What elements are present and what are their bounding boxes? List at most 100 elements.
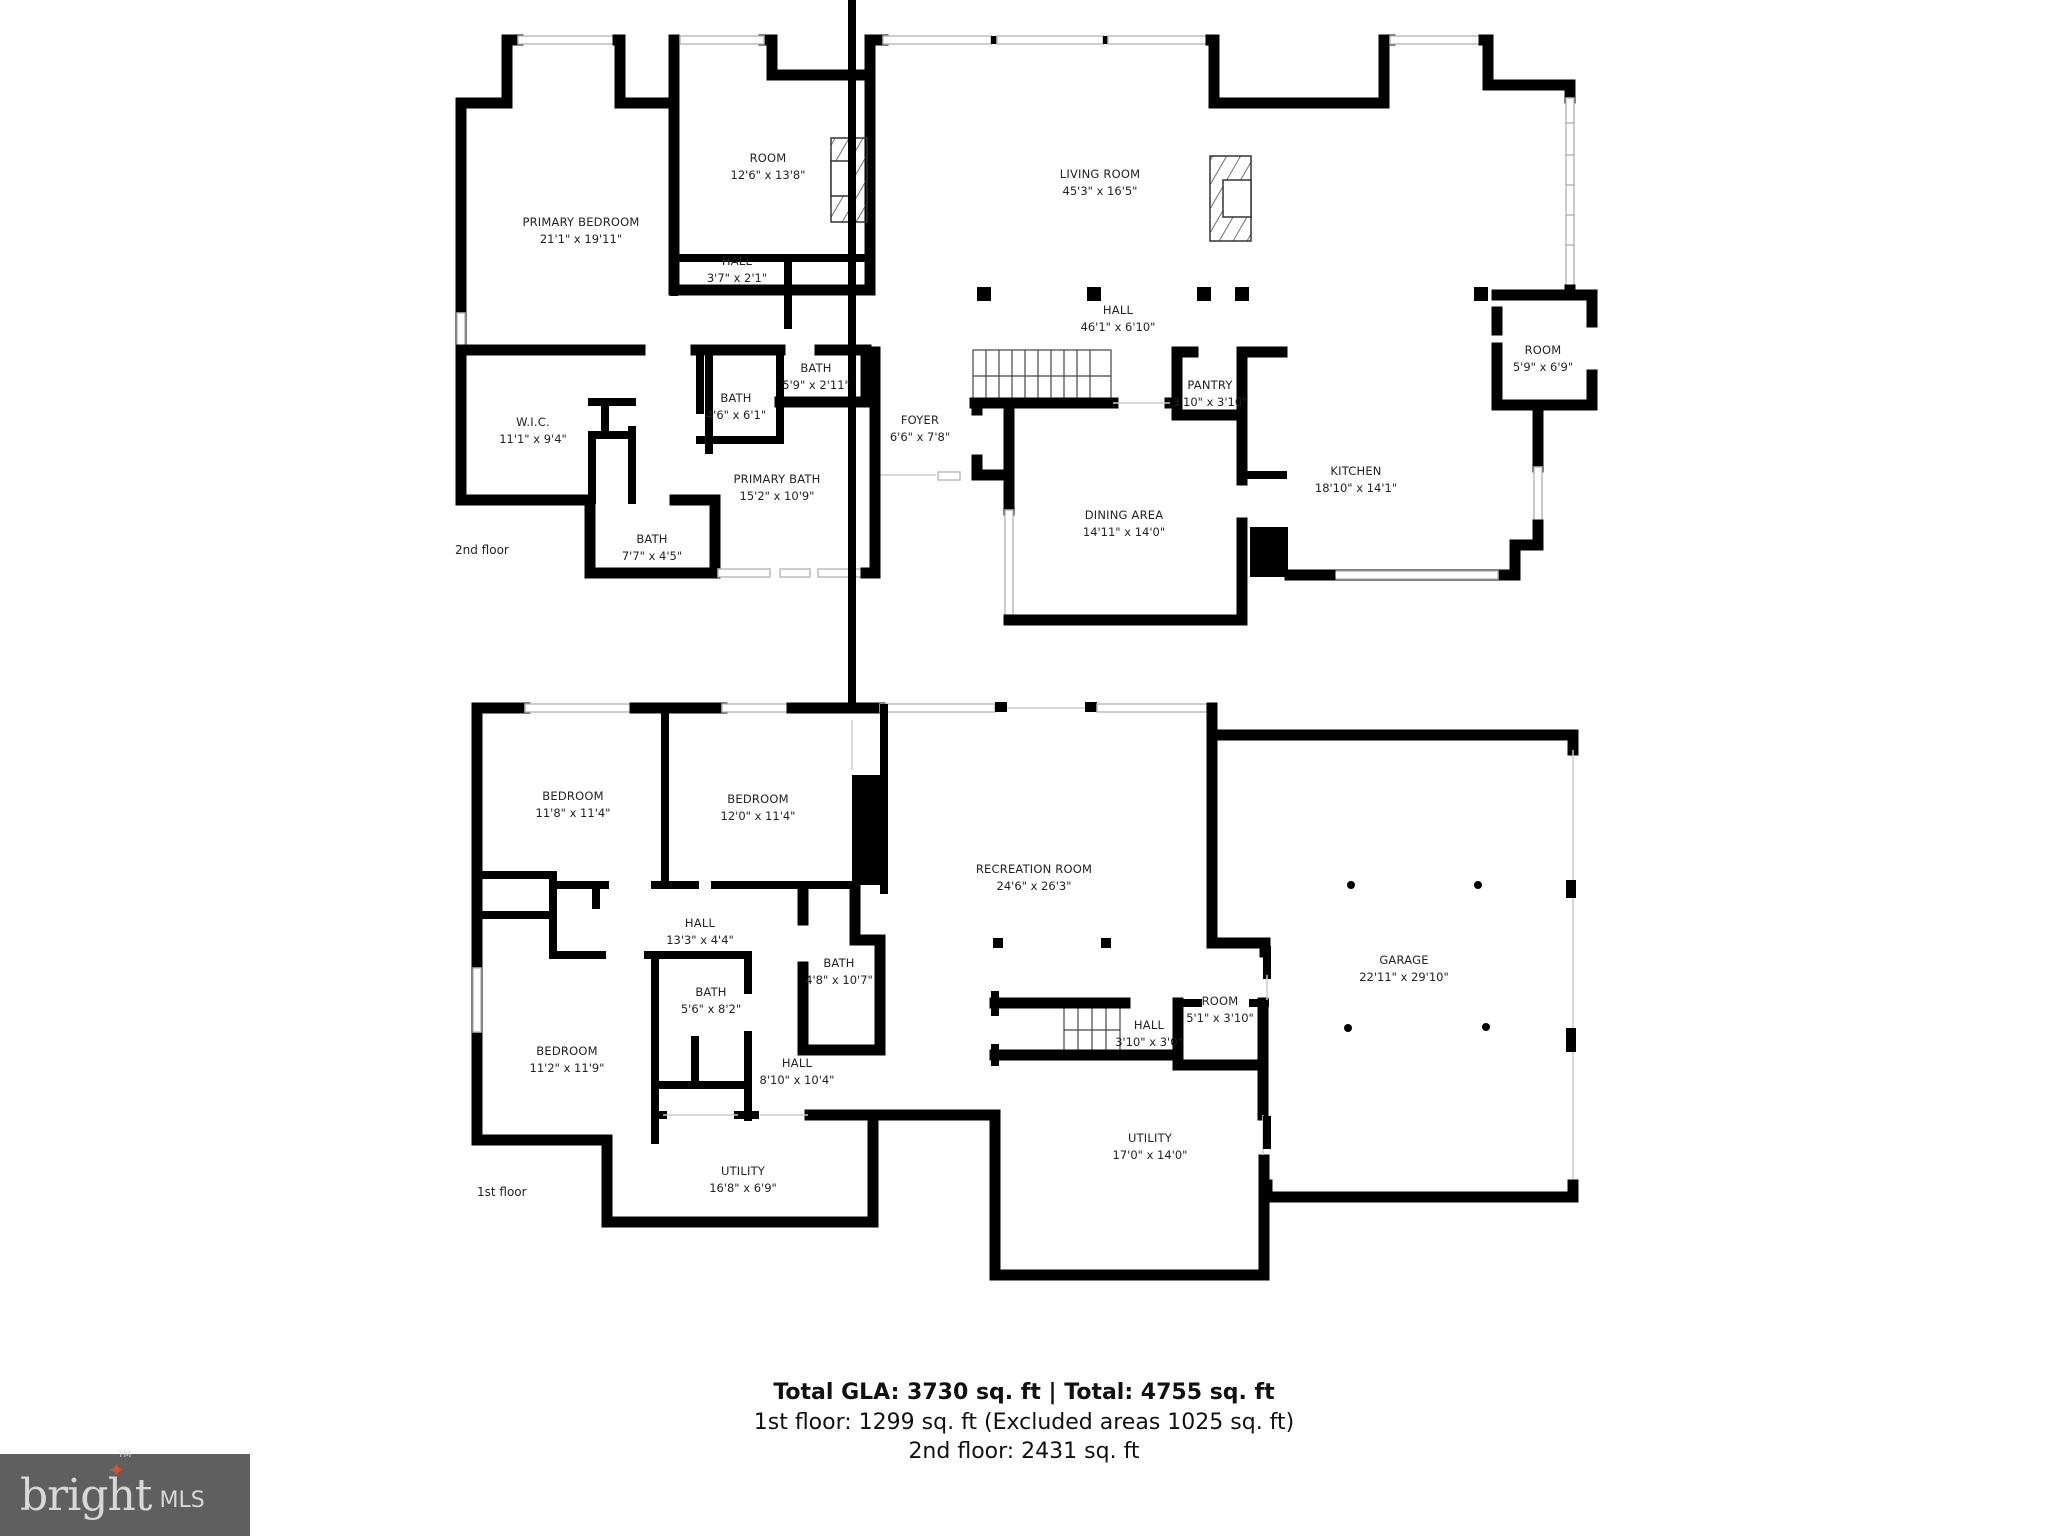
room-dims: 5'9" x 2'11" bbox=[782, 378, 850, 392]
room-dims: 3'10" x 3'10" bbox=[1172, 395, 1248, 409]
window bbox=[779, 568, 811, 578]
room-dims: 21'1" x 19'11" bbox=[539, 232, 623, 246]
room-name: BATH bbox=[695, 985, 727, 999]
first-floor-plan bbox=[471, 0, 1579, 1281]
room-name: PRIMARY BEDROOM bbox=[522, 215, 640, 229]
room-label-bath-1f-1: BATH 4'8" x 10'7" bbox=[805, 955, 873, 989]
room-label-hall-small: HALL 3'7" x 2'1" bbox=[707, 253, 767, 287]
room-label-bedroom-1: BEDROOM 11'8" x 11'4" bbox=[536, 788, 611, 822]
area-totals: Total GLA: 3730 sq. ft | Total: 4755 sq.… bbox=[0, 1378, 2048, 1466]
window bbox=[1389, 35, 1485, 45]
room-label-bedroom-3: BEDROOM 11'2" x 11'9" bbox=[530, 1043, 605, 1077]
room-dims: 14'11" x 14'0" bbox=[1082, 525, 1166, 539]
wall bbox=[1172, 997, 1269, 1071]
room-dims: 13'3" x 4'4" bbox=[666, 933, 734, 947]
wall bbox=[860, 469, 881, 579]
room-label-garage: GARAGE 22'11" x 29'10" bbox=[1359, 952, 1449, 986]
first-floor-area: 1st floor: 1299 sq. ft (Excluded areas 1… bbox=[753, 1410, 1295, 1435]
second-floor-plan bbox=[455, 34, 1598, 626]
room-label-primary-bath: PRIMARY BATH 15'2" x 10'9" bbox=[734, 471, 821, 505]
room-name: KITCHEN bbox=[1330, 464, 1382, 478]
window bbox=[996, 35, 1104, 45]
window bbox=[1004, 509, 1014, 616]
wall bbox=[1491, 289, 1598, 328]
fireplace-box bbox=[1222, 179, 1252, 218]
wall bbox=[774, 344, 872, 408]
star-icon: ✦ bbox=[108, 1458, 125, 1482]
room-name: BEDROOM bbox=[727, 792, 789, 806]
floor-label-1st: 1st floor bbox=[477, 1185, 527, 1199]
logo-wordmark: bright bbox=[20, 1469, 152, 1521]
window bbox=[1096, 703, 1208, 713]
window bbox=[817, 568, 867, 578]
room-name: W.I.C. bbox=[516, 415, 550, 429]
window bbox=[679, 35, 765, 45]
room-dims: 12'6" x 13'8" bbox=[730, 168, 806, 182]
bright-mls-logo: bright ✦ TM MLS bbox=[0, 1450, 250, 1536]
garage-post bbox=[1474, 881, 1482, 889]
room-dims: 18'10" x 14'1" bbox=[1314, 481, 1398, 495]
wall bbox=[1261, 1179, 1579, 1203]
staircase bbox=[972, 349, 1112, 403]
room-dims: 46'1" x 6'10" bbox=[1080, 320, 1156, 334]
room-label-utility-2: UTILITY 16'8" x 6'9" bbox=[709, 1163, 777, 1197]
room-name: BEDROOM bbox=[542, 789, 604, 803]
room-dims: 11'8" x 11'4" bbox=[535, 806, 611, 820]
window bbox=[456, 312, 466, 351]
window bbox=[879, 703, 996, 713]
room-dims: 3'10" x 3'0" bbox=[1115, 1035, 1183, 1049]
wall bbox=[584, 494, 721, 579]
wall bbox=[1206, 729, 1579, 756]
wall bbox=[1171, 346, 1248, 421]
room-name: FOYER bbox=[900, 413, 940, 427]
room-dims: 17'0" x 14'0" bbox=[1112, 1148, 1188, 1162]
room-dims: 8'10" x 10'4" bbox=[759, 1073, 835, 1087]
room-name: UTILITY bbox=[1127, 1131, 1173, 1145]
room-name: BATH bbox=[800, 361, 832, 375]
garage-post bbox=[1347, 881, 1355, 889]
wall bbox=[455, 34, 524, 356]
wall bbox=[797, 884, 886, 1056]
room-label-bath-1: BATH 5'9" x 2'11" bbox=[782, 360, 850, 394]
room-dims: 16'8" x 6'9" bbox=[709, 1181, 777, 1195]
window bbox=[937, 471, 961, 481]
room-label-hall: HALL 46'1" x 6'10" bbox=[1081, 302, 1156, 336]
room-dims: 15'2" x 10'9" bbox=[739, 489, 815, 503]
room-name: ROOM bbox=[1524, 343, 1562, 357]
room-label-dining-area: DINING AREA 14'11" x 14'0" bbox=[1083, 507, 1165, 541]
window bbox=[517, 35, 619, 45]
room-label-wic: W.I.C. 11'1" x 9'4" bbox=[499, 414, 567, 448]
room-dims: 5'1" x 3'10" bbox=[1186, 1011, 1254, 1025]
window bbox=[1533, 466, 1543, 526]
room-label-hall-2: HALL 3'10" x 3'0" bbox=[1115, 1017, 1183, 1051]
room-label-bath-2: BATH 4'6" x 6'1" bbox=[706, 390, 766, 424]
room-name: HALL bbox=[781, 1056, 813, 1070]
room-dims: 11'2" x 11'9" bbox=[529, 1061, 605, 1075]
trademark-mark: TM bbox=[118, 1450, 132, 1460]
room-label-kitchen: KITCHEN 18'10" x 14'1" bbox=[1315, 463, 1397, 497]
wall bbox=[1491, 342, 1598, 411]
room-label-bath-3: BATH 7'7" x 4'5" bbox=[622, 531, 682, 565]
room-dims: 45'3" x 16'5" bbox=[1062, 184, 1138, 198]
window bbox=[882, 35, 992, 45]
room-dims: 7'7" x 4'5" bbox=[621, 549, 683, 563]
wall bbox=[1324, 519, 1544, 581]
garage-post bbox=[1344, 1024, 1352, 1032]
logo-suffix: MLS bbox=[159, 1487, 205, 1513]
room-name: DINING AREA bbox=[1084, 508, 1164, 522]
total-gla: Total GLA: 3730 sq. ft | Total: 4755 sq.… bbox=[773, 1380, 1275, 1405]
room-label-foyer: FOYER 6'6" x 7'8" bbox=[890, 412, 950, 446]
room-label-hall-1: HALL 13'3" x 4'4" bbox=[666, 915, 734, 949]
room-label-room-1f: ROOM 5'1" x 3'10" bbox=[1186, 993, 1254, 1027]
window bbox=[524, 703, 636, 713]
room-dims: 5'9" x 6'9" bbox=[1512, 360, 1574, 374]
window bbox=[472, 967, 482, 1033]
room-dims: 24'6" x 26'3" bbox=[996, 879, 1072, 893]
room-name: BEDROOM bbox=[536, 1044, 598, 1058]
room-name: PRIMARY BATH bbox=[733, 472, 821, 486]
floor-label-2nd: 2nd floor bbox=[455, 543, 509, 557]
room-name: BATH bbox=[823, 956, 855, 970]
staircase bbox=[1063, 1004, 1121, 1056]
room-label-bath-1f-2: BATH 5'6" x 8'2" bbox=[681, 984, 741, 1018]
